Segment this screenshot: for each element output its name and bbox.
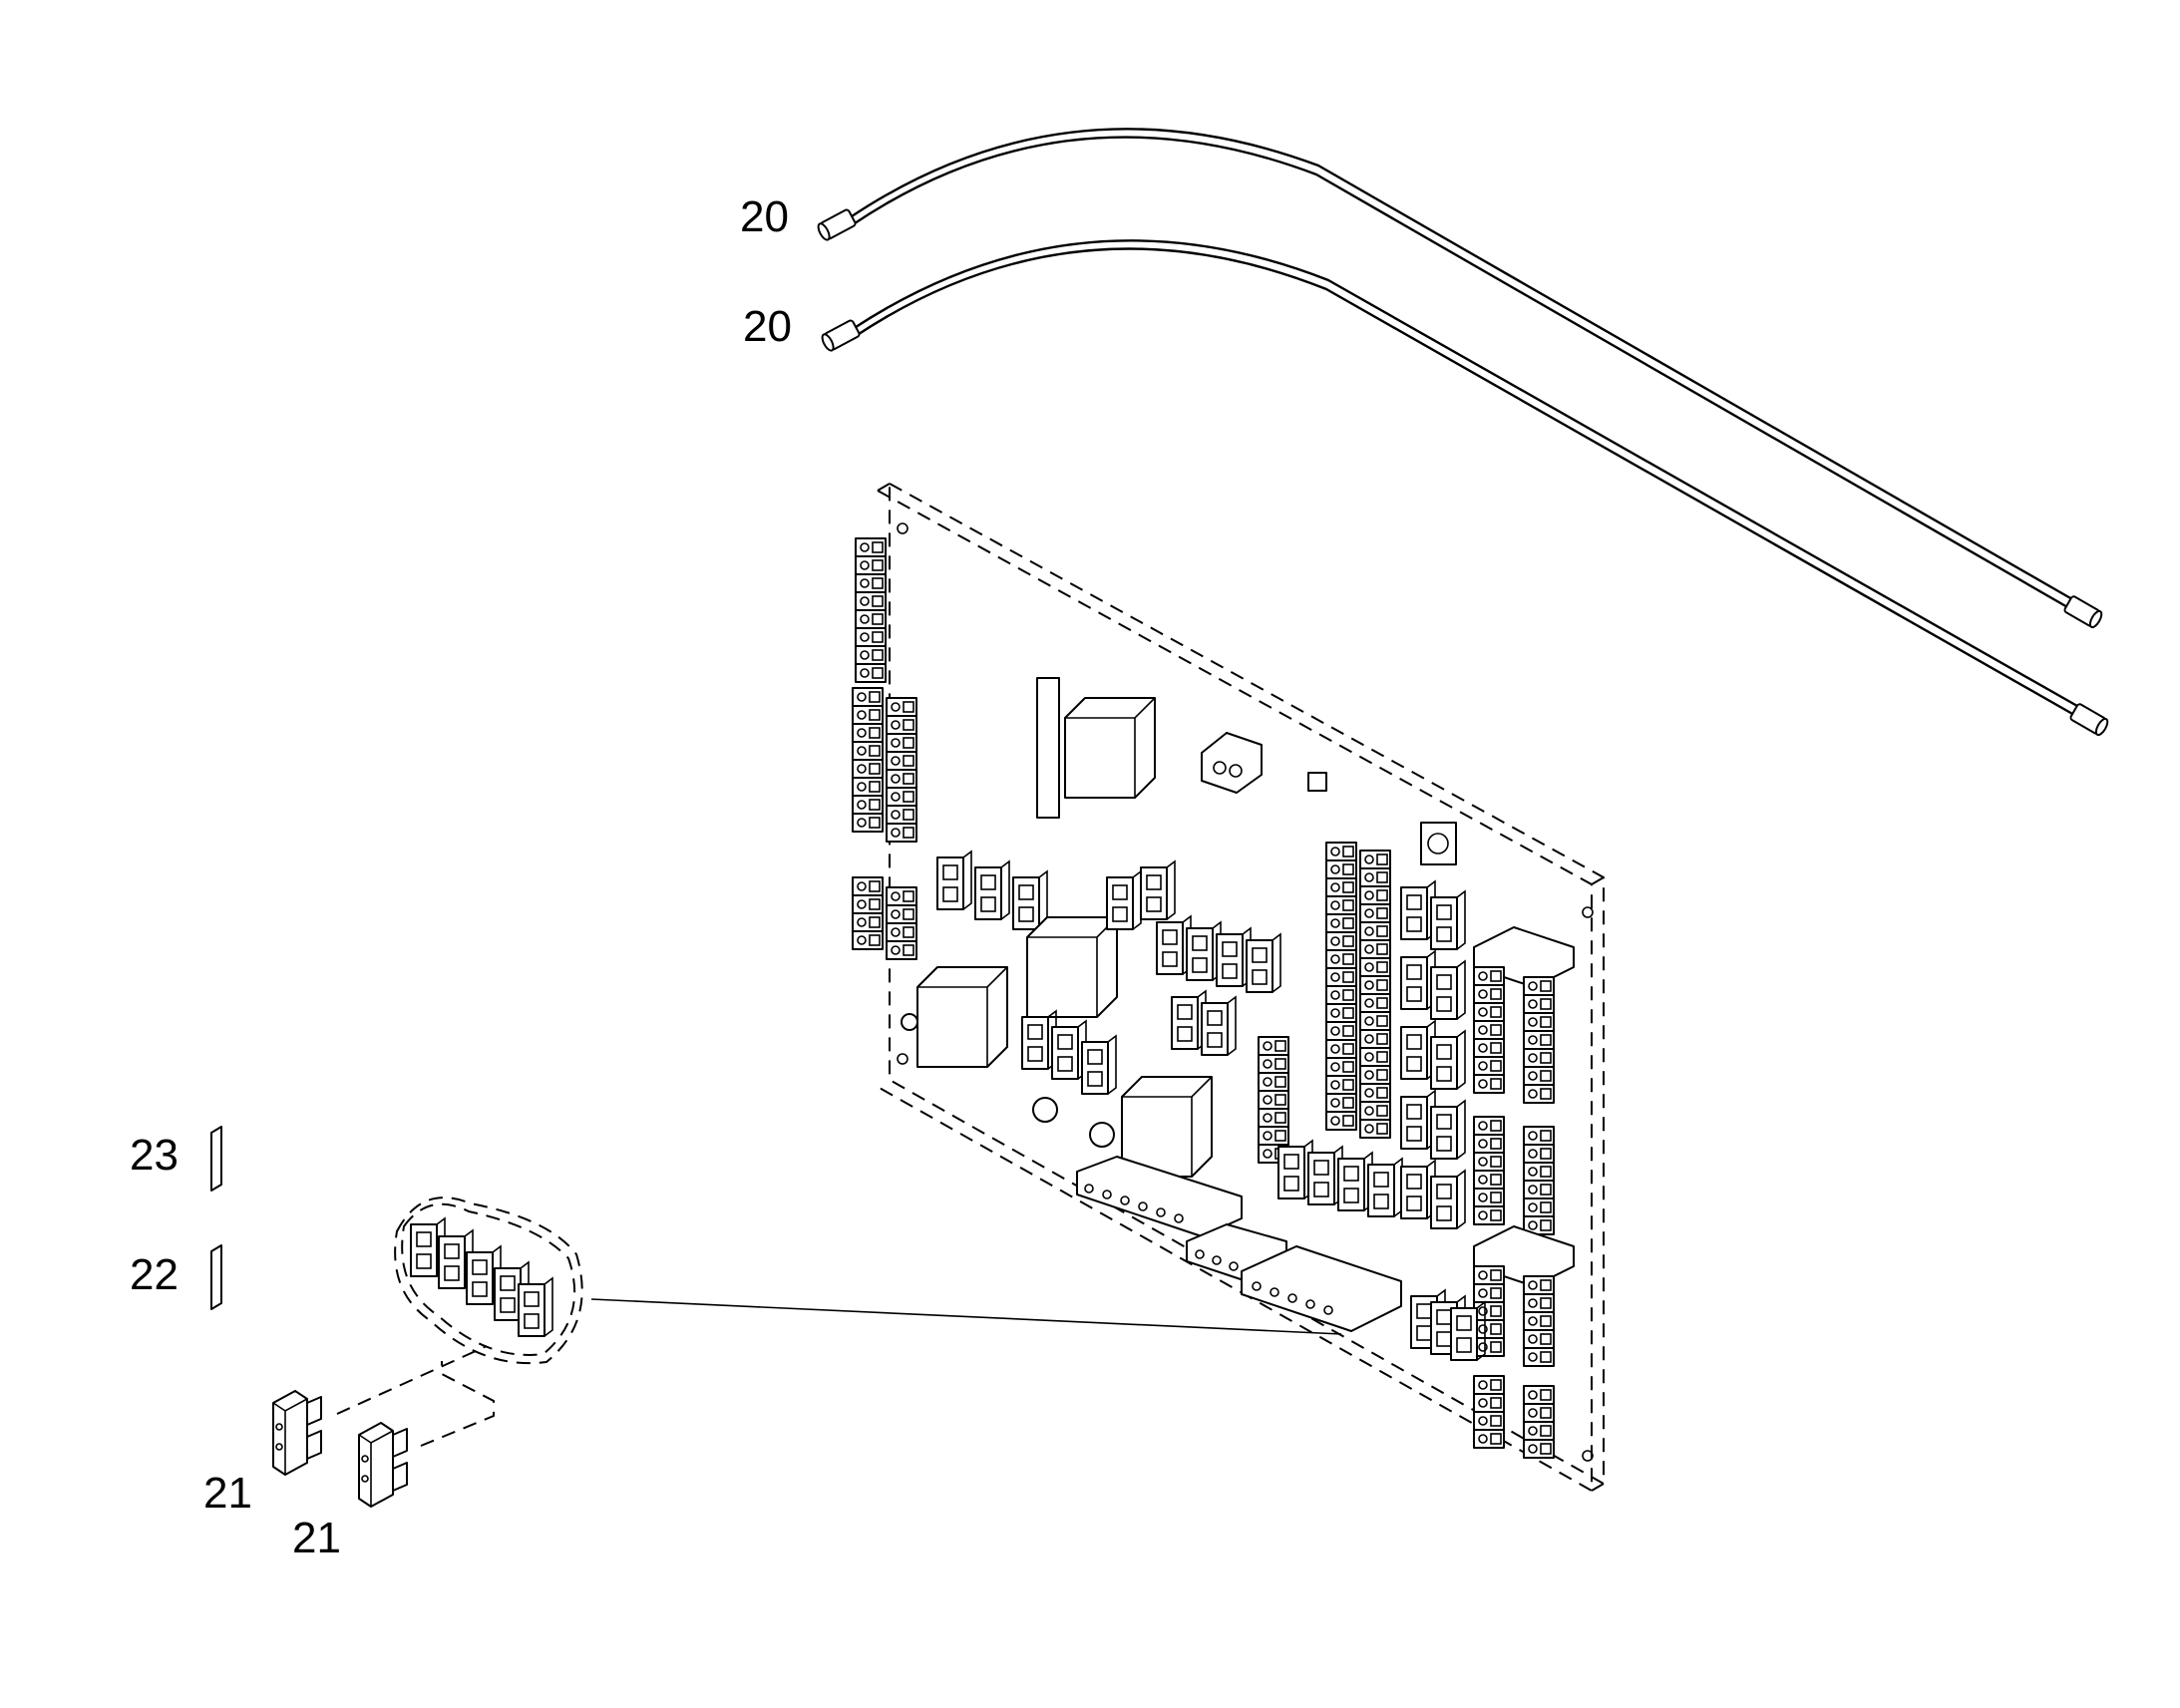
relay-plug-column <box>1400 880 1466 1229</box>
terminal-block-right-1 <box>1473 926 1575 1104</box>
blade-fuse-right <box>358 1422 408 1508</box>
led <box>1307 772 1327 792</box>
detail-leader-line <box>590 1298 1342 1335</box>
terminal-block-right-2 <box>1473 1116 1555 1235</box>
label-strip-23 <box>210 1126 222 1192</box>
blade-fuse-left <box>272 1390 322 1476</box>
circuit-board <box>852 482 1605 1493</box>
terminal-block-left-middle <box>852 687 917 843</box>
terminal-block-left-top <box>855 537 887 683</box>
sensor-cable-lower <box>821 239 2109 737</box>
transformer <box>1064 697 1156 799</box>
sensor-cable-upper <box>817 128 2103 629</box>
pin-header <box>1036 677 1060 819</box>
callout-label-22: 22 <box>130 1250 179 1299</box>
label-strip-22 <box>210 1244 222 1310</box>
assembly-line-fuse-right <box>420 1361 495 1447</box>
terminal-block-left-bottom <box>852 876 917 960</box>
callout-fuse-left: 21 <box>203 1469 252 1518</box>
terminal-block-right-4 <box>1473 1375 1555 1459</box>
terminal-block-right-3 <box>1473 1225 1575 1367</box>
assembly-line-fuse-left <box>336 1345 488 1415</box>
callout-label-23: 23 <box>130 1131 179 1180</box>
pin-header-bottom-right <box>1241 1245 1402 1332</box>
pin-header-bottom-left <box>1076 1156 1243 1237</box>
terminal-block-center <box>1325 842 1391 1139</box>
potentiometer <box>1420 822 1457 865</box>
callout-cable-lower: 20 <box>743 302 792 351</box>
callout-fuse-right: 21 <box>292 1514 341 1562</box>
fuse-holder-detail <box>394 1196 583 1365</box>
small-connector <box>1201 732 1263 794</box>
callout-cable-upper: 20 <box>740 192 789 241</box>
